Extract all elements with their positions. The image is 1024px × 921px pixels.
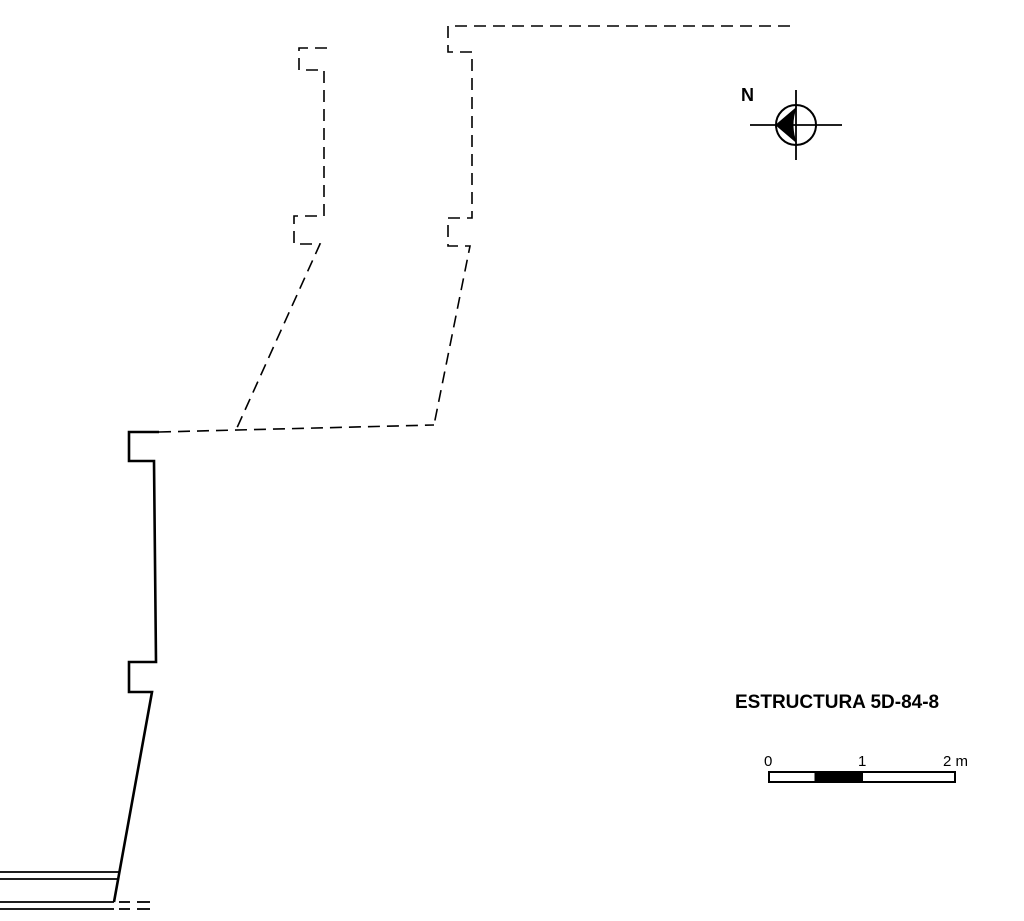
- north-arrow-icon: N: [741, 85, 842, 160]
- structure-title: ESTRUCTURA 5D-84-8: [735, 692, 939, 713]
- scale-segments: [768, 771, 956, 783]
- excavated-walls: [0, 430, 159, 910]
- scale-tick-label-0: 0: [764, 753, 772, 770]
- dashed-wall-right: [433, 25, 790, 426]
- dashed-wall-left: [235, 47, 327, 431]
- reconstructed-walls: [158, 25, 790, 433]
- scale-tick-label-1: 1: [858, 753, 866, 770]
- dashed-wall-connector: [158, 424, 435, 433]
- solid-wall-main: [112, 430, 159, 903]
- scale-tick-label-2: 2 m: [943, 753, 968, 770]
- scale-segment-0: [768, 771, 817, 783]
- scale-bar: 0 1 2 m: [764, 753, 968, 783]
- north-label: N: [741, 85, 754, 105]
- scale-segment-2: [861, 771, 956, 783]
- scale-segment-1: [814, 771, 863, 783]
